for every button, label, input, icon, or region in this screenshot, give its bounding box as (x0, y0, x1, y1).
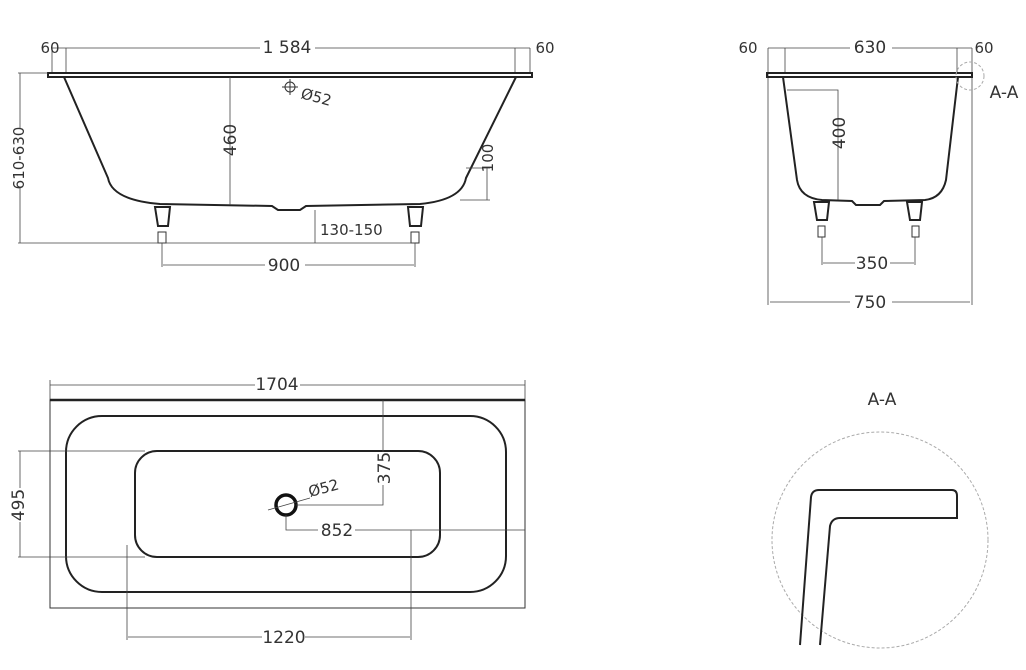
depth-dimension-line (787, 89, 839, 200)
depth-label: 400 (830, 117, 850, 149)
tub-inner-rim (65, 415, 507, 593)
tub-end-profile (782, 76, 959, 206)
drain-offset-y-dimension (296, 400, 384, 506)
side-step-dimension-line (460, 167, 490, 201)
leg-spacing-label: 350 (856, 254, 888, 274)
height-label: 610-630 (10, 127, 28, 190)
basin-length-dimension (126, 530, 412, 640)
leg-foot-left (157, 231, 167, 244)
right-overhang-label: 60 (974, 39, 993, 57)
depth-label: 460 (221, 124, 241, 156)
right-overhang-label: 60 (535, 39, 554, 57)
leg-foot-right (911, 225, 920, 238)
basin-width-label: 495 (9, 489, 29, 521)
leg-spacing-label: 900 (268, 256, 300, 276)
drain-offset-x-dimension (285, 515, 525, 531)
tub-side-profile (63, 76, 517, 211)
end-view: 60 630 60 400 350 750 A-A (738, 38, 1018, 313)
section-marker-circle (955, 61, 985, 91)
tub-rim (766, 72, 973, 78)
height-dimension-line (18, 72, 415, 244)
side-view: 60 1 584 60 460 Ø52 100 130-150 610-630 … (10, 38, 555, 276)
leg-spacing-dimension-line (161, 243, 416, 267)
left-overhang-label: 60 (738, 39, 757, 57)
length-label: 1704 (255, 375, 298, 395)
width-dimension-lines (767, 47, 973, 305)
tub-rim (47, 72, 533, 78)
leg-foot-right (410, 231, 420, 244)
basin-width-dimension (18, 450, 145, 558)
top-view: 1704 Ø52 375 852 495 1220 (9, 375, 526, 648)
length-dimension-line (51, 47, 531, 73)
tub-basin (134, 450, 441, 558)
drain-offset-x-label: 852 (321, 521, 353, 541)
drain-leader (267, 497, 311, 511)
leg-foot-left (817, 225, 826, 238)
detail-section-a-a: A-A (771, 390, 989, 649)
detail-circle (771, 431, 989, 649)
drain-symbol-icon (282, 79, 298, 95)
tub-outline (49, 399, 526, 609)
inner-width-label: 630 (854, 38, 886, 58)
leg-spacing-dimension-line (821, 237, 916, 265)
clearance-label: 130-150 (320, 221, 383, 239)
tub-legs (812, 201, 924, 221)
overall-width-label: 750 (854, 293, 886, 313)
side-step-label: 100 (479, 144, 497, 173)
length-label: 1 584 (263, 38, 312, 58)
detail-title: A-A (868, 390, 897, 410)
section-marker-label: A-A (990, 83, 1019, 103)
tub-legs (153, 206, 425, 227)
drain-diameter-label: Ø52 (299, 84, 334, 109)
drain-diameter-label: Ø52 (306, 475, 341, 500)
length-dimension-line (49, 380, 526, 400)
basin-length-label: 1220 (262, 628, 305, 648)
rim-profile (799, 489, 958, 646)
left-overhang-label: 60 (40, 39, 59, 57)
drain-offset-y-label: 375 (375, 452, 395, 484)
